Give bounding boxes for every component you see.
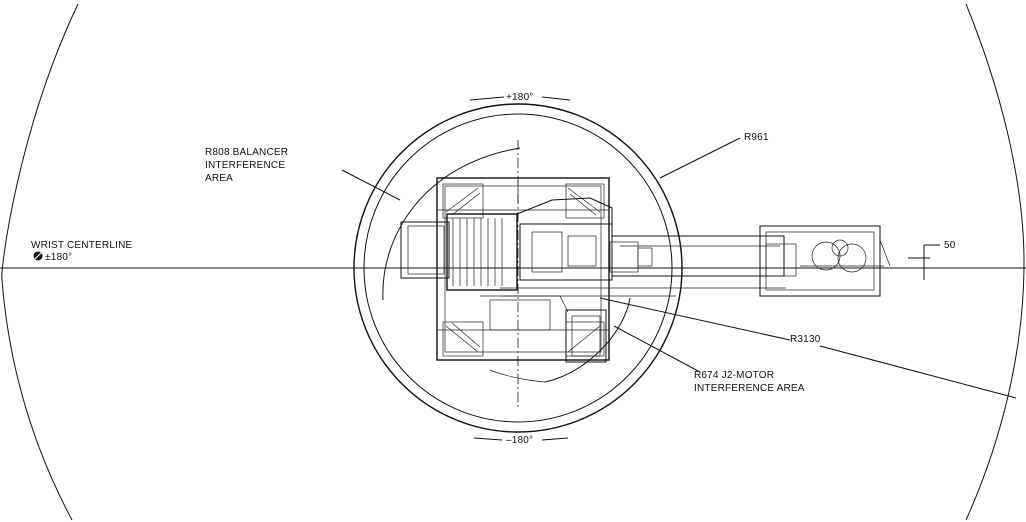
leader-balancer (341, 169, 401, 201)
balancer-label-line2: INTERFERENCE (205, 160, 285, 171)
j2-motor-inner (571, 315, 601, 357)
balancer-label-line1: R808 BALANCER (205, 147, 288, 158)
base-circle-outer (353, 103, 683, 433)
balancer-interference-arc (382, 147, 521, 301)
balancer-label-line3: AREA (205, 173, 233, 184)
wrist-gear-3 (831, 239, 849, 257)
motor-interference-arc (544, 297, 631, 383)
arm-joint-small (637, 247, 653, 267)
motor-label-line1: R674 J2-MOTOR (694, 370, 774, 381)
minus-180-label: –180° (506, 435, 533, 446)
outer-reach-arc-right (965, 3, 1025, 521)
wrist-inner-frame (765, 231, 875, 291)
minus180-tick-left (473, 437, 503, 441)
motor-interference-arc-2 (489, 369, 546, 383)
r961-label: R961 (744, 132, 769, 143)
leader-r3130-tail (819, 345, 1017, 399)
corner-block-top-right (565, 183, 605, 219)
wrist-centerline-label: WRIST CENTERLINE (31, 240, 132, 251)
dimension-50-marker (908, 244, 940, 280)
upper-arm-inner (531, 231, 563, 273)
wrist-angle-label: ±180° (45, 252, 72, 263)
j2-motor-body (565, 309, 607, 363)
wrist-housing (759, 225, 881, 297)
plus180-tick-right (541, 96, 571, 101)
balancer-cylinder (400, 221, 450, 279)
leader-r3130 (599, 297, 791, 341)
wrist-gear-2 (837, 243, 867, 273)
base-inner-square (444, 185, 602, 353)
lower-gear-block (489, 299, 551, 331)
base-circle-inner (363, 113, 673, 423)
upper-arm-block (567, 235, 597, 267)
corner-block-bottom-left (442, 321, 484, 357)
plus-180-label: +180° (506, 92, 534, 103)
r3130-label: R3130 (790, 334, 821, 345)
outer-reach-arc-left (1, 3, 79, 521)
j2-motor-detail (480, 295, 569, 313)
balancer-cylinder-inner (407, 225, 445, 275)
minus180-tick-right (541, 437, 569, 441)
leader-motor (613, 325, 701, 373)
leader-r961 (659, 137, 741, 179)
upper-arm-body (519, 223, 613, 281)
rotation-symbol-icon (33, 251, 43, 261)
motor-fins (452, 218, 503, 286)
wrist-left-block (765, 243, 797, 277)
motor-label-line2: INTERFERENCE AREA (694, 383, 805, 394)
dimension-50-label: 50 (944, 240, 956, 251)
upper-arm-top-edge (516, 197, 613, 228)
forearm-body (611, 235, 785, 277)
motor-housing (446, 213, 518, 291)
plus180-tick-left (469, 96, 505, 101)
robot-base-square (436, 177, 610, 361)
wrist-end-line (879, 239, 891, 267)
corner-block-top-left (442, 183, 484, 219)
